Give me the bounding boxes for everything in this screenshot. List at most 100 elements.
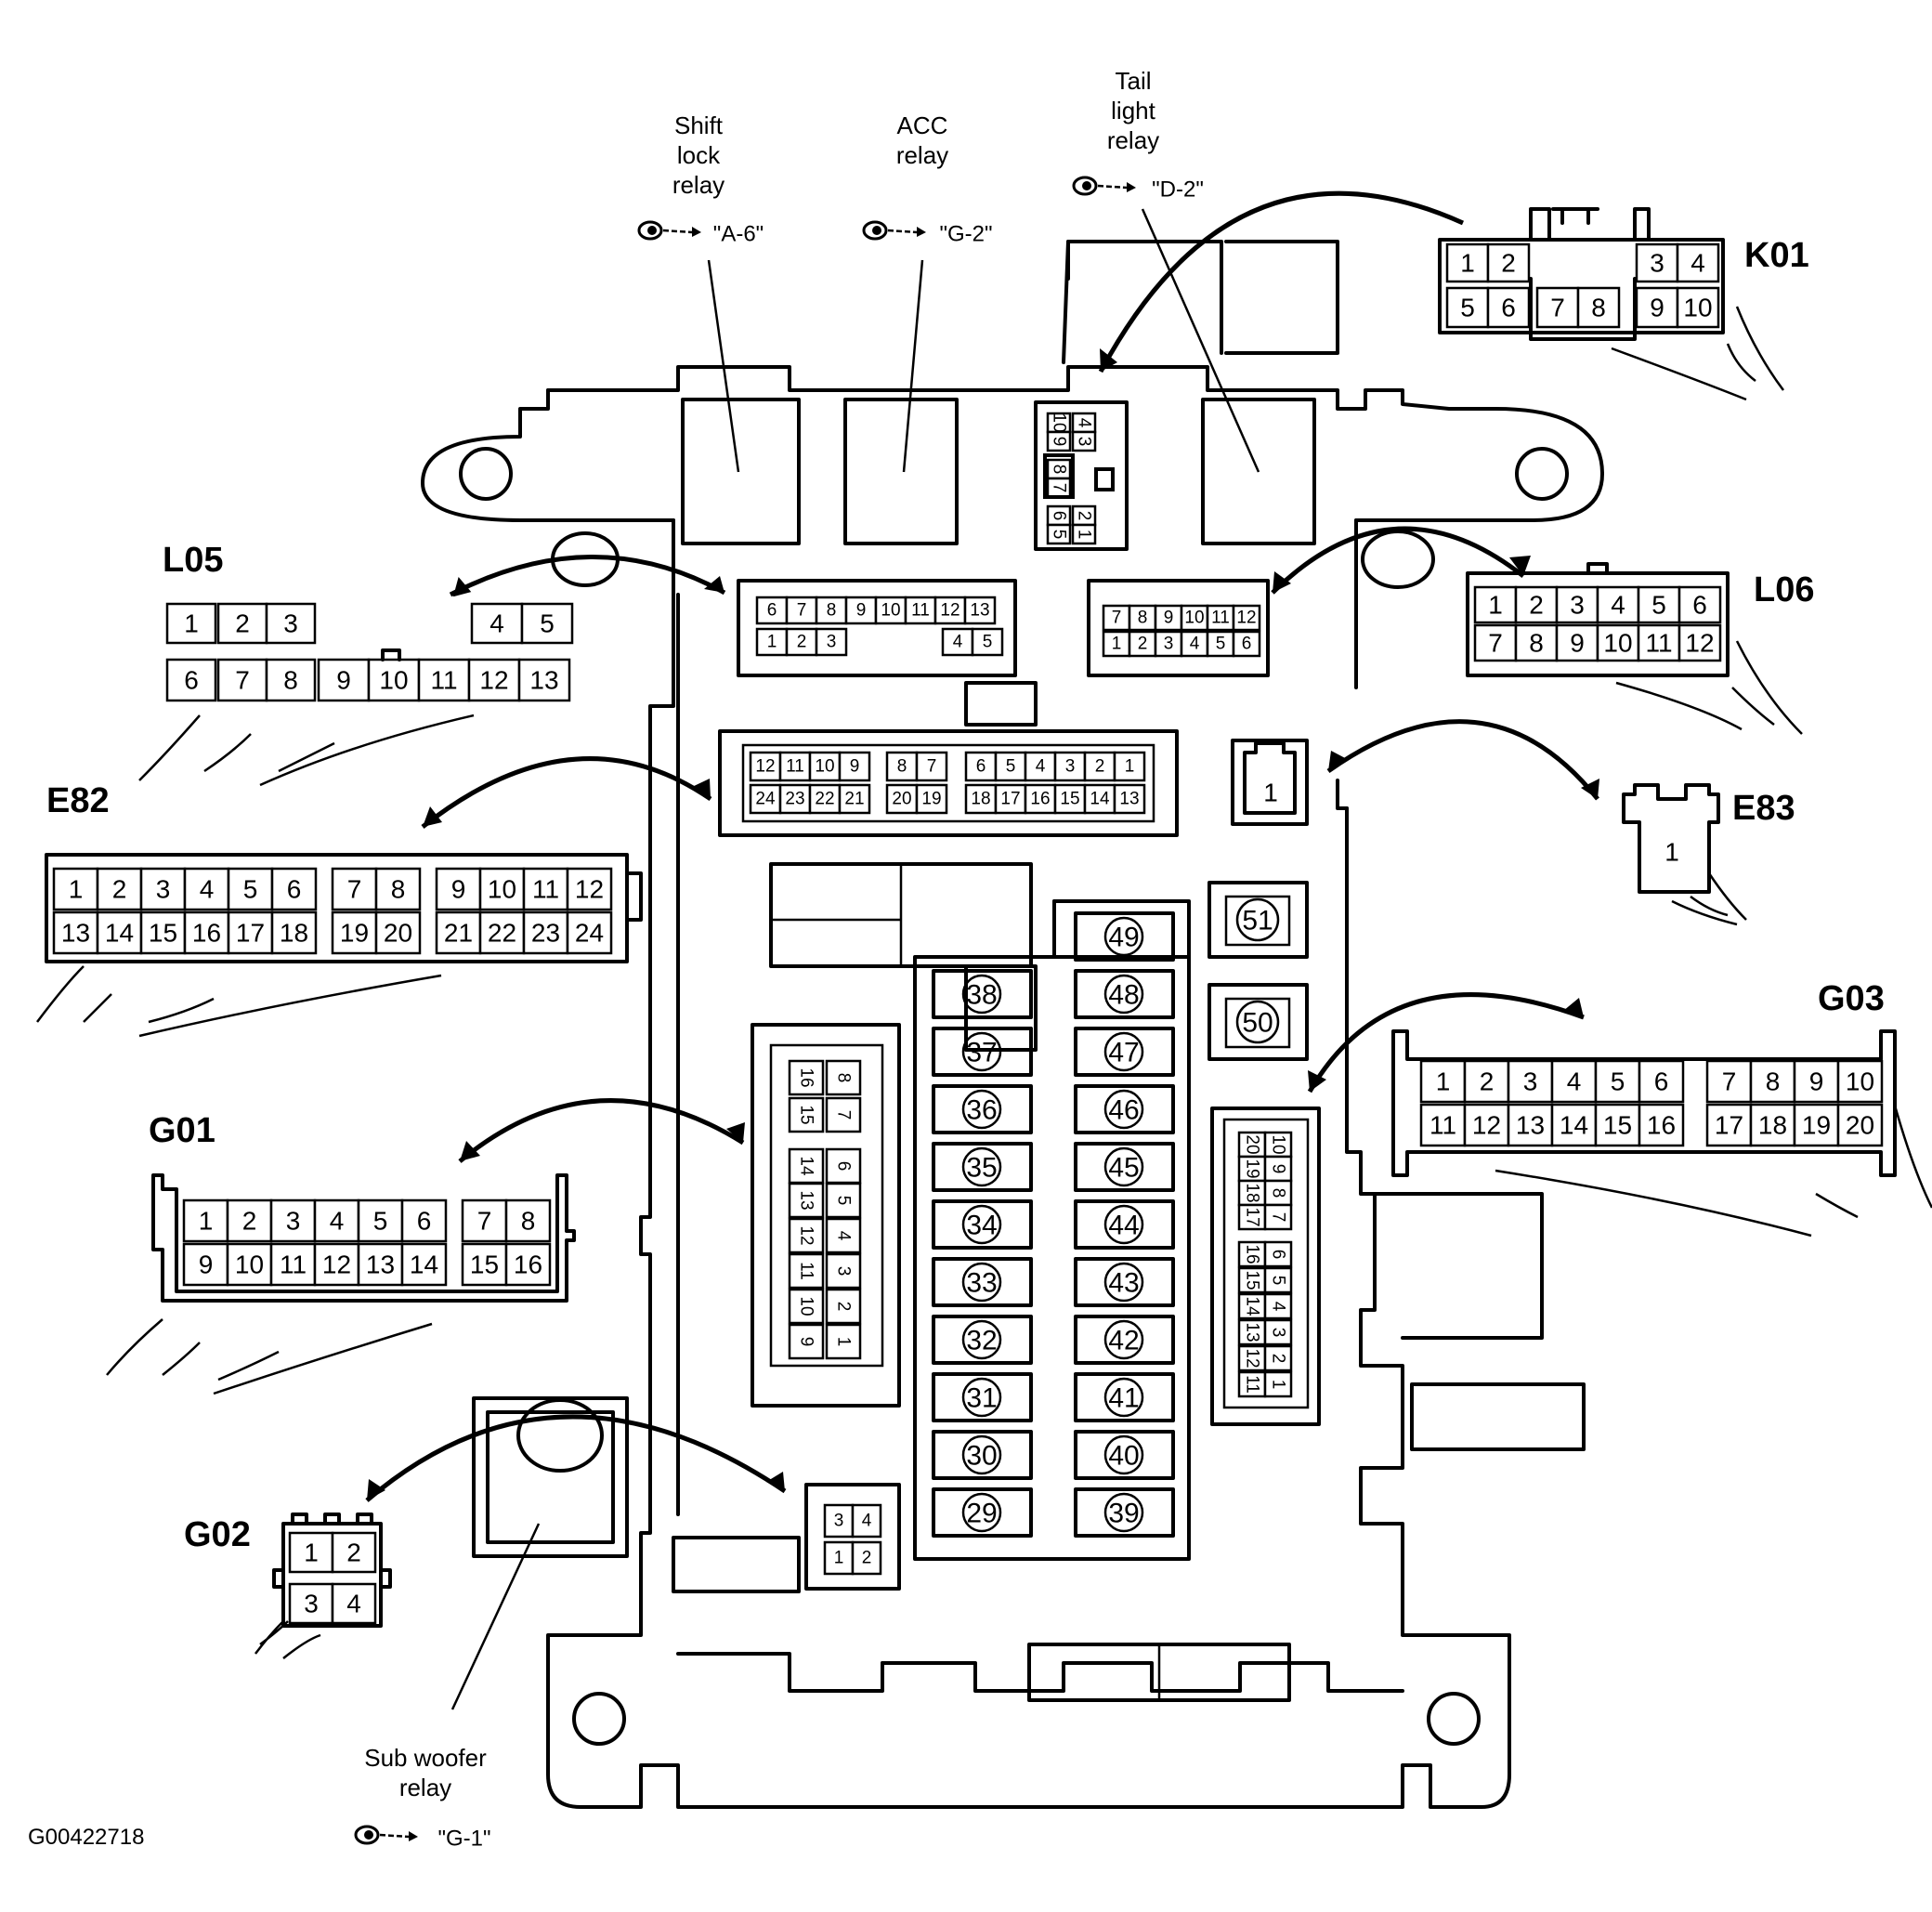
socket-pin: 4	[1036, 757, 1046, 777]
socket-pin: 4	[1075, 418, 1094, 428]
pin-cell	[183, 910, 230, 955]
pin-number: 5	[1611, 1067, 1625, 1096]
socket-pin: 7	[1050, 483, 1069, 493]
fuse-47: 47	[1074, 1027, 1175, 1077]
pin-cell	[1232, 604, 1261, 632]
pin-number: 3	[1570, 591, 1585, 620]
socket-pin: 1	[834, 1337, 854, 1347]
fuse-number: 29	[966, 1499, 997, 1529]
pin-cell	[566, 867, 613, 911]
fuse-number: 34	[966, 1211, 997, 1241]
socket-cell	[838, 783, 871, 815]
pin-number: 2	[1501, 249, 1516, 278]
pin-number: 20	[1846, 1111, 1874, 1140]
socket-pin: 5	[1216, 635, 1226, 654]
fuse-number: 38	[966, 980, 997, 1011]
socket-pin: 13	[1243, 1322, 1262, 1342]
socket-pin: 6	[767, 601, 777, 621]
pin-number: 11	[1429, 1111, 1456, 1140]
pin-cell	[1206, 630, 1235, 658]
socket-cell	[915, 751, 948, 782]
pin-cell	[226, 1198, 273, 1243]
pin-cell	[1576, 286, 1621, 329]
pin-number: 15	[149, 919, 177, 948]
pin-number: 2	[346, 1539, 361, 1567]
fuse-33: 33	[932, 1257, 1033, 1307]
pin-number: 10	[1683, 294, 1712, 322]
socket-pin: 11	[1243, 1375, 1262, 1394]
socket-cell	[885, 751, 919, 782]
socket-pin: 16	[1243, 1244, 1262, 1264]
socket-pin: 23	[785, 790, 804, 809]
pin-cell	[52, 867, 99, 911]
pin-number: 14	[1560, 1111, 1588, 1140]
socket-pin: 13	[1119, 790, 1139, 809]
connector-label-e83: E83	[1732, 789, 1795, 828]
socket-pin: 8	[1138, 609, 1148, 628]
relay-label-line: Sub woofer	[364, 1744, 487, 1772]
socket-pin: 8	[834, 1073, 854, 1083]
socket-pin: 10	[1184, 609, 1204, 628]
pin-cell	[183, 867, 230, 911]
relay-label-line: light	[1111, 97, 1155, 124]
socket-cell	[778, 751, 812, 782]
pin-cell	[417, 658, 471, 702]
fuse-41: 41	[1074, 1372, 1175, 1422]
socket-pin: 7	[927, 757, 937, 777]
fuse-number: 43	[1108, 1268, 1139, 1299]
fuse-number: 40	[1108, 1441, 1139, 1472]
pin-cell	[265, 658, 317, 702]
pin-number: 2	[1529, 591, 1544, 620]
socket-pin: 6	[834, 1161, 854, 1172]
socket-cell	[1113, 751, 1146, 782]
socket-pin: 4	[1190, 635, 1200, 654]
fuse-number: 39	[1108, 1499, 1139, 1529]
fuse-34: 34	[932, 1199, 1033, 1250]
relay-reference: "A-6"	[713, 222, 764, 247]
socket-cell	[994, 783, 1027, 815]
socket-left-vertical	[751, 1023, 901, 1408]
pin-cell	[1676, 242, 1720, 283]
pin-number: 6	[1692, 591, 1707, 620]
fuse-number: 48	[1108, 980, 1139, 1011]
socket-pin: 7	[1112, 609, 1122, 628]
pin-number: 5	[1460, 294, 1475, 322]
pin-number: 23	[531, 919, 560, 948]
socket-top-left	[737, 579, 1017, 677]
pin-cell	[400, 1242, 448, 1287]
pin-cell	[270, 867, 318, 911]
socket-pin: 10	[1050, 413, 1069, 432]
pin-number: 6	[417, 1207, 432, 1236]
eye-icon	[637, 220, 701, 241]
pin-cell	[823, 1540, 855, 1576]
pin-cell	[400, 1198, 448, 1243]
socket-pin: 6	[1269, 1250, 1288, 1260]
fuse-number: 41	[1108, 1383, 1139, 1414]
eye-icon	[354, 1825, 418, 1845]
relay-label-line: relay	[399, 1774, 451, 1801]
pin-number: 1	[184, 609, 199, 638]
socket-cell	[778, 783, 812, 815]
fuse-number: 35	[966, 1153, 997, 1184]
pin-cell	[331, 1582, 377, 1625]
socket-cell	[885, 783, 919, 815]
pin-number: 7	[347, 875, 362, 904]
relay-label-line: relay	[672, 171, 724, 199]
socket-pin: 3	[1269, 1328, 1288, 1338]
socket-pin: 9	[1164, 609, 1174, 628]
pin-number: 3	[1523, 1067, 1538, 1096]
pin-number: 7	[235, 666, 250, 695]
pin-cell	[1676, 286, 1720, 329]
relay-reference: "D-2"	[1152, 177, 1204, 203]
pin-number: 13	[366, 1251, 395, 1279]
pin-number: 12	[1472, 1111, 1501, 1140]
pin-cell	[520, 602, 574, 645]
socket-pin: 16	[1030, 790, 1050, 809]
pin-number: 12	[322, 1251, 351, 1279]
pin-cell	[1486, 242, 1531, 283]
pin-number: 1	[199, 1207, 214, 1236]
